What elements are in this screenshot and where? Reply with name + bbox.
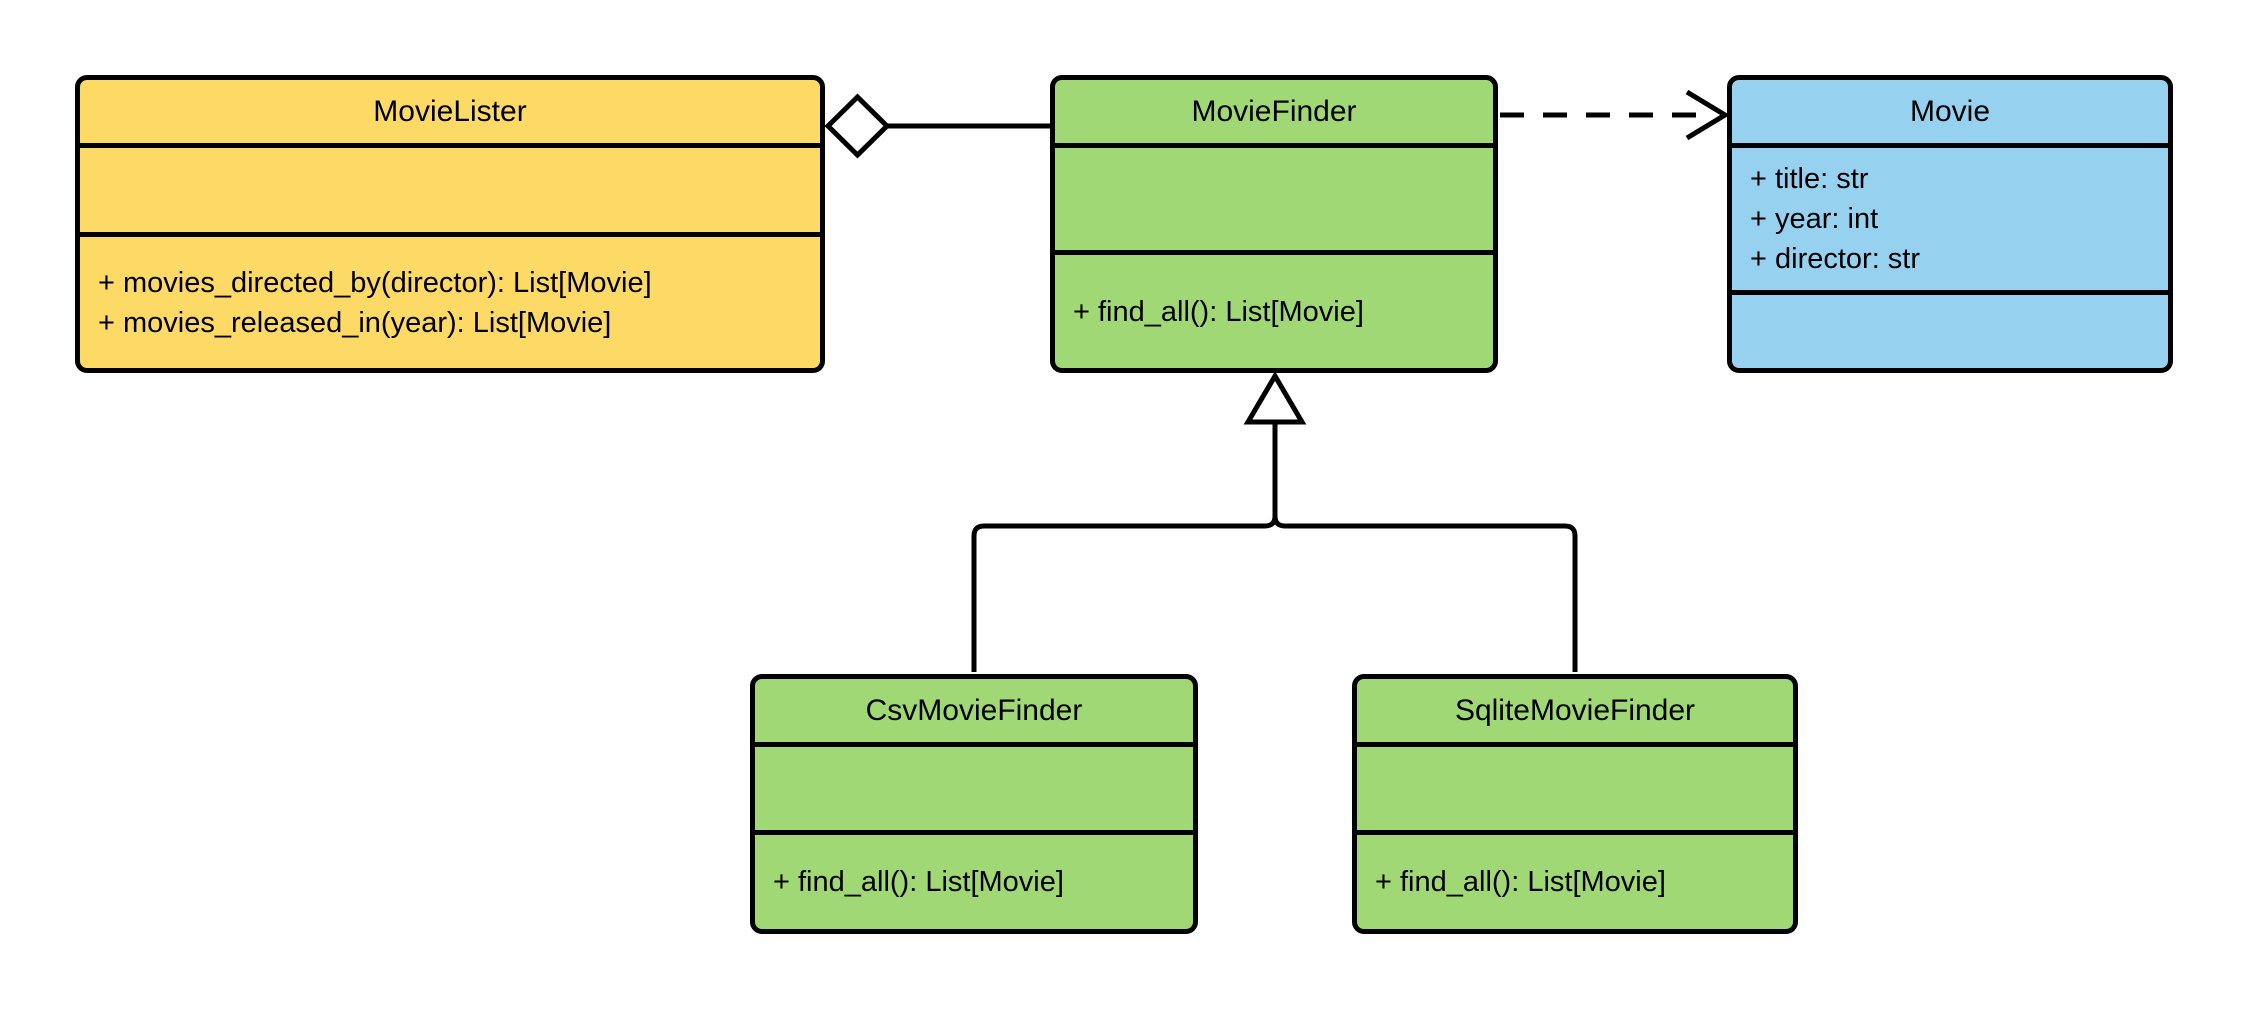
class-movielister-methods-section: + movies_directed_by(director): List[Mov… [80,237,820,368]
inheritance-triangle-icon[interactable] [1243,371,1307,425]
method-label: + find_all(): List[Movie] [1375,866,1666,898]
class-csvmoviefinder-methods-section: + find_all(): List[Movie] [755,835,1193,929]
class-movie-attributes-section: + title: str + year: int + director: str [1732,148,2168,295]
class-moviefinder-methods-section: + find_all(): List[Movie] [1055,255,1493,368]
class-sqlitemoviefinder-title: SqliteMovieFinder [1357,679,1793,747]
class-movie[interactable]: Movie + title: str + year: int + directo… [1727,75,2173,373]
attribute-label: + title: str [1750,163,1869,195]
class-movie-methods-section [1732,295,2168,368]
inheritance-edge-csv[interactable] [971,422,1278,672]
method-label: + find_all(): List[Movie] [773,866,1064,898]
class-moviefinder-title: MovieFinder [1055,80,1493,148]
class-movielister-title: MovieLister [80,80,820,148]
class-sqlitemoviefinder[interactable]: SqliteMovieFinder + find_all(): List[Mov… [1352,674,1798,934]
class-moviefinder[interactable]: MovieFinder + find_all(): List[Movie] [1050,75,1498,373]
attribute-label: + director: str [1750,243,1921,275]
class-sqlitemoviefinder-methods-section: + find_all(): List[Movie] [1357,835,1793,929]
class-sqlitemoviefinder-attributes-section [1357,747,1793,835]
method-label: + movies_directed_by(director): List[Mov… [98,266,652,299]
class-moviefinder-attributes-section [1055,148,1493,255]
class-movielister[interactable]: MovieLister + movies_directed_by(directo… [75,75,825,373]
attribute-label: + year: int [1750,203,1879,235]
class-csvmoviefinder-title: CsvMovieFinder [755,679,1193,747]
aggregation-diamond-icon[interactable] [824,93,891,159]
dependency-arrowhead-icon[interactable] [1685,89,1730,141]
method-label: + movies_released_in(year): List[Movie] [98,306,612,339]
method-label: + find_all(): List[Movie] [1073,295,1364,328]
inheritance-edge-sqlite[interactable] [1272,422,1578,672]
class-csvmoviefinder-attributes-section [755,747,1193,835]
class-csvmoviefinder[interactable]: CsvMovieFinder + find_all(): List[Movie] [750,674,1198,934]
class-movielister-attributes-section [80,148,820,237]
class-movie-title: Movie [1732,80,2168,148]
